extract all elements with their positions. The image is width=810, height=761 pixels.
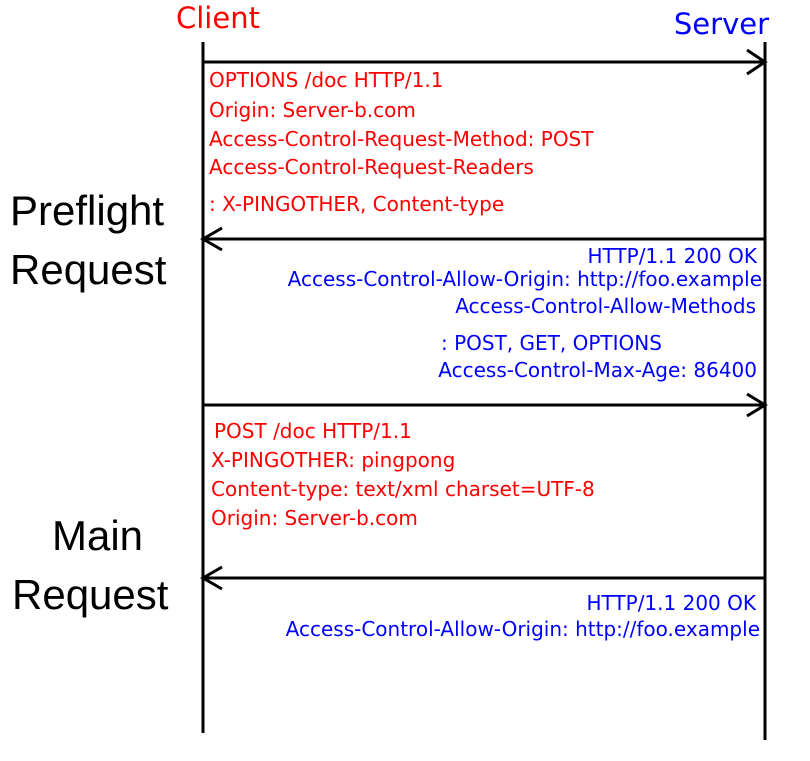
main-request-line: POST /doc HTTP/1.1	[214, 419, 412, 443]
main-response-line: Access-Control-Allow-Origin: http://foo.…	[285, 617, 760, 641]
preflight-request-line: Access-Control-Request-Method: POST	[209, 127, 594, 151]
preflight-request-line: OPTIONS /doc HTTP/1.1	[209, 68, 444, 92]
main-request-arrow	[203, 392, 768, 418]
main-request-line: X-PINGOTHER: pingpong	[211, 448, 456, 472]
preflight-response-line: : POST, GET, OPTIONS	[441, 331, 662, 355]
preflight-request-arrow	[203, 48, 768, 76]
main-label-line2: Request	[12, 571, 169, 618]
main-response-arrow	[200, 565, 765, 591]
preflight-request-line: : X-PINGOTHER, Content-type	[209, 192, 505, 216]
preflight-response-line: Access-Control-Allow-Methods	[455, 294, 756, 318]
main-request-line: Content-type: text/xml charset=UTF-8	[211, 477, 595, 501]
server-label: Server	[673, 7, 769, 41]
preflight-response-line: HTTP/1.1 200 OK	[587, 244, 757, 268]
main-request-line: Origin: Server-b.com	[211, 506, 418, 530]
main-response-line: HTTP/1.1 200 OK	[586, 591, 756, 615]
client-label: Client	[176, 1, 260, 35]
preflight-response-arrow	[200, 226, 765, 252]
main-label-line1: Main	[52, 512, 144, 559]
preflight-request-line: Origin: Server-b.com	[209, 98, 416, 122]
preflight-label-line2: Request	[10, 246, 167, 293]
preflight-request-line: Access-Control-Request-Readers	[209, 155, 534, 179]
preflight-response-line: Access-Control-Max-Age: 86400	[438, 358, 757, 382]
preflight-label-line1: Preflight	[10, 187, 165, 234]
preflight-response-line: Access-Control-Allow-Origin: http://foo.…	[287, 267, 762, 291]
